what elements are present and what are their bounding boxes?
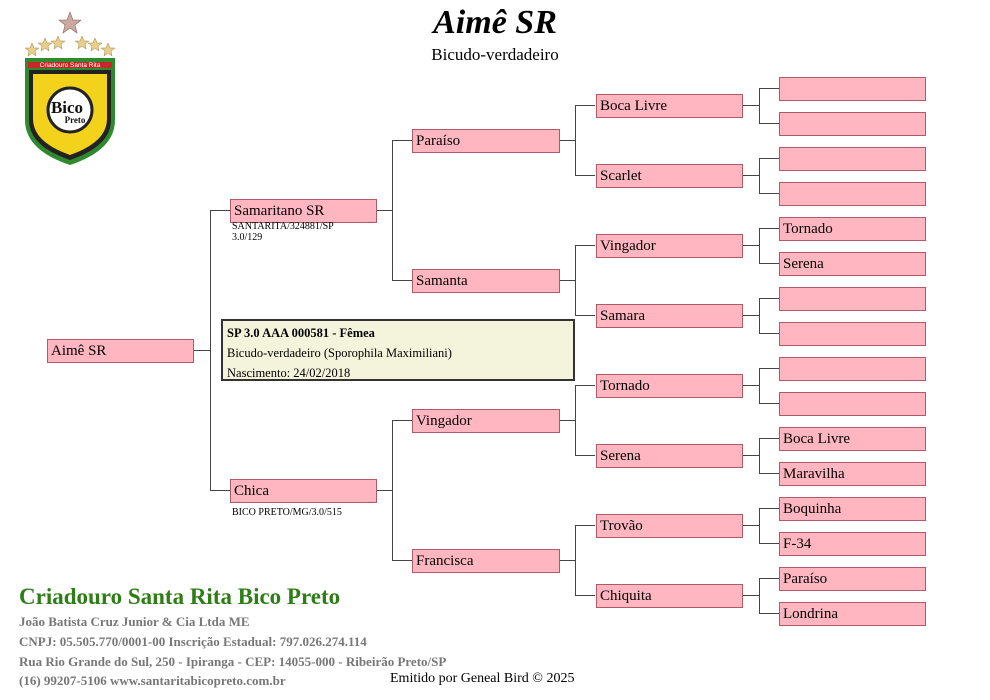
gen2-box[interactable]: Samanta xyxy=(412,269,560,293)
gen4-box[interactable] xyxy=(779,392,926,416)
gen3-box[interactable]: Serena xyxy=(596,444,743,468)
subject-box[interactable]: Aimê SR xyxy=(47,339,194,363)
footer-emitted-by: Emitido por Geneal Bird © 2025 xyxy=(390,671,575,686)
gen4-box[interactable] xyxy=(779,322,926,346)
logo-banner-text: Criadouro Santa Rita xyxy=(40,62,101,69)
gen2-box[interactable]: Vingador xyxy=(412,409,560,433)
gen3-box[interactable]: Boca Livre xyxy=(596,94,743,118)
mother-registration: BICO PRETO/MG/3.0/515 xyxy=(232,507,342,518)
gen4-box[interactable]: Maravilha xyxy=(779,462,926,486)
logo-star-top xyxy=(58,11,82,34)
footer-cnpj: CNPJ: 05.505.770/0001-00 Inscrição Estad… xyxy=(19,634,367,649)
footer-address: Rua Rio Grande do Sul, 250 - Ipiranga - … xyxy=(19,654,447,669)
father-registration: SANTARITA/324881/SP xyxy=(232,221,334,232)
mother-box[interactable]: Chica xyxy=(230,479,377,503)
gen4-box[interactable] xyxy=(779,112,926,136)
gen3-box[interactable]: Vingador xyxy=(596,234,743,258)
father-ring: 3.0/129 xyxy=(232,232,263,243)
footer-company-name: Criadouro Santa Rita Bico Preto xyxy=(19,584,341,609)
page-title: Aimê SR xyxy=(433,4,557,41)
gen4-box[interactable]: Boca Livre xyxy=(779,427,926,451)
footer-contact: (16) 99207-5106 www.santaritabicopreto.c… xyxy=(19,673,286,688)
gen3-box[interactable]: Samara xyxy=(596,304,743,328)
subject-info-panel: SP 3.0 AAA 000581 - Fêmea Bicudo-verdade… xyxy=(221,319,575,381)
gen4-box[interactable]: Tornado xyxy=(779,217,926,241)
gen4-box[interactable]: F-34 xyxy=(779,532,926,556)
subject-birth-date: Nascimento: 24/02/2018 xyxy=(227,366,351,380)
subject-species: Bicudo-verdadeiro (Sporophila Maximilian… xyxy=(227,346,452,360)
gen4-box[interactable] xyxy=(779,287,926,311)
page-subtitle: Bicudo-verdadeiro xyxy=(431,45,559,64)
criadouro-logo: Criadouro Santa Rita Bico Preto xyxy=(24,11,116,165)
logo-word-bico: Bico xyxy=(51,98,83,117)
footer-legal-name: João Batista Cruz Junior & Cia Ltda ME xyxy=(19,614,250,629)
gen3-box[interactable]: Chiquita xyxy=(596,584,743,608)
gen2-box[interactable]: Francisca xyxy=(412,549,560,573)
gen4-box[interactable]: Paraíso xyxy=(779,567,926,591)
gen4-box[interactable]: Londrina xyxy=(779,602,926,626)
father-box[interactable]: Samaritano SR xyxy=(230,199,377,223)
gen3-box[interactable]: Trovão xyxy=(596,514,743,538)
logo-stars xyxy=(24,35,116,57)
gen4-box[interactable] xyxy=(779,182,926,206)
gen3-box[interactable]: Scarlet xyxy=(596,164,743,188)
logo-word-preto: Preto xyxy=(65,115,86,125)
gen4-box[interactable]: Serena xyxy=(779,252,926,276)
gen3-box[interactable]: Tornado xyxy=(596,374,743,398)
gen2-box[interactable]: Paraíso xyxy=(412,129,560,153)
gen4-box[interactable] xyxy=(779,357,926,381)
gen4-box[interactable]: Boquinha xyxy=(779,497,926,521)
gen4-box[interactable] xyxy=(779,77,926,101)
subject-registration: SP 3.0 AAA 000581 - Fêmea xyxy=(227,326,375,340)
gen4-box[interactable] xyxy=(779,147,926,171)
